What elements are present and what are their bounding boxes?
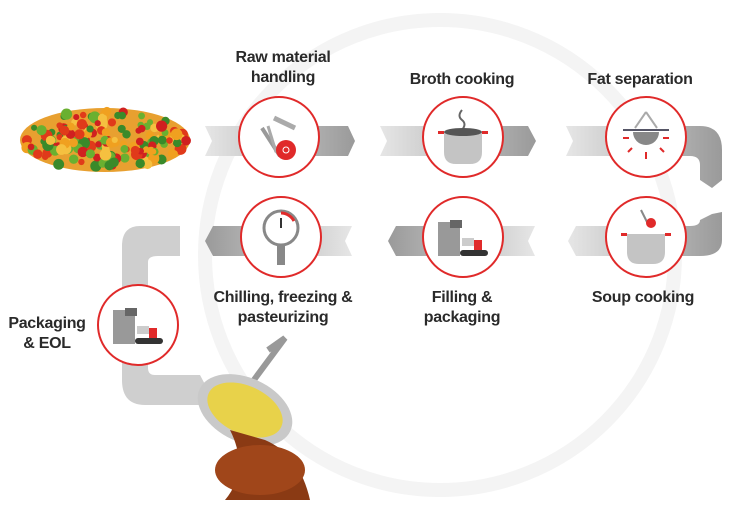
ladle-oil-image [197,335,310,500]
vegetables-image [20,106,191,172]
boiling-pot-icon [422,96,504,178]
vegetable-piece [27,143,35,151]
vegetable-piece [68,138,78,148]
vegetable-piece [111,136,118,144]
vegetable-piece [135,158,145,169]
vegetable-piece [86,125,94,133]
vegetable-piece [31,124,38,131]
vegetable-piece [95,141,102,148]
vegetable-piece [78,158,85,166]
label-broth-cooking: Broth cooking [409,71,515,88]
label-raw-material: Raw material handling [235,49,331,86]
vegetable-piece [109,157,119,168]
vegetable-piece [147,119,154,126]
vegetable-piece [67,122,75,131]
vegetable-piece [59,125,70,136]
vegetable-piece [122,130,131,139]
soup-pot-icon [605,196,687,278]
vegetable-piece [150,148,157,155]
vegetable-piece [68,154,79,164]
vegetable-piece [138,112,146,120]
vegetable-piece [138,124,146,133]
vegetable-piece [56,134,63,141]
label-packaging-eol: Packaging & EOL [8,315,86,352]
vegetable-piece [73,114,80,121]
vegetable-piece [93,153,102,162]
vegetable-piece [56,144,67,155]
vegetable-piece [33,149,43,159]
packaging-machine-icon [97,284,179,366]
vegetable-piece [170,128,183,141]
vegetable-piece [60,108,73,120]
vegetable-piece [101,128,111,137]
vegetable-piece [170,150,178,158]
vegetable-piece [107,118,117,127]
vegetable-piece [120,153,130,163]
vegetable-piece [156,120,168,132]
vegetable-piece [173,138,182,148]
vegetables-meat-icon [238,96,320,178]
label-chilling: Chilling, freezing & pasteurizing [213,289,353,326]
vegetable-piece [181,135,191,146]
vegetable-piece [41,153,49,160]
vegetable-piece [94,120,101,127]
vegetable-piece [77,146,89,158]
pressure-gauge-icon [240,196,322,278]
vegetable-piece [74,129,85,140]
vegetable-piece [53,158,65,170]
vegetable-piece [102,106,112,116]
vegetable-piece [76,118,88,130]
vegetable-piece [45,135,56,146]
vegetable-piece [166,137,173,144]
vegetable-piece [117,124,126,133]
vegetable-piece [97,113,108,123]
vegetable-piece [99,148,112,161]
label-fat-separation: Fat separation [587,71,693,88]
filling-machine-icon [422,196,504,278]
vegetable-piece [85,149,95,159]
vegetable-piece [36,125,47,136]
vegetable-piece [157,135,167,145]
vegetable-piece [79,111,87,119]
fat-separator-icon [605,96,687,178]
vegetable-piece [120,145,129,154]
vegetable-piece [114,111,122,120]
vegetable-piece [135,137,144,146]
label-filling: Filling & packaging [423,289,501,326]
label-soup-cooking: Soup cooking [591,289,695,306]
vegetable-piece [130,145,140,155]
vegetable-piece [142,159,153,170]
